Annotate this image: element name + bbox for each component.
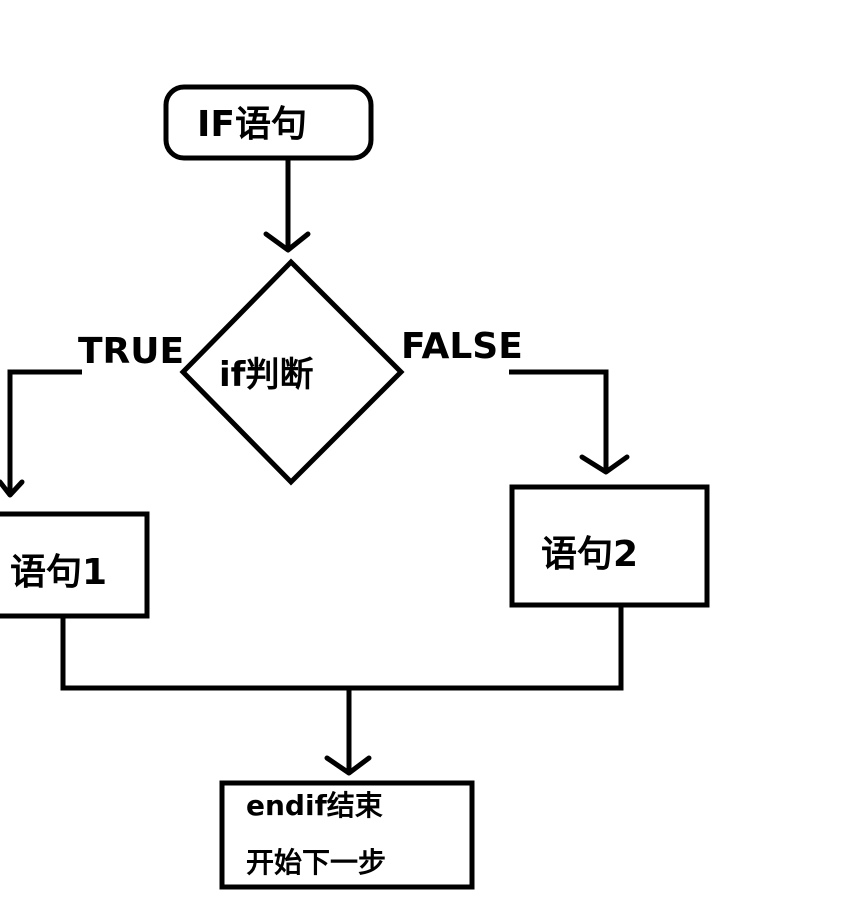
- decision-diamond: [179, 258, 405, 486]
- arrowhead-merge-to-end: [324, 755, 372, 776]
- false-branch-label: FALSE: [401, 326, 523, 367]
- statement1-box: [0, 511, 150, 619]
- decision-label: if判断: [219, 355, 313, 395]
- false-branch-connector: [509, 369, 609, 472]
- end-box: [219, 780, 475, 890]
- true-branch-connector: [7, 369, 82, 495]
- end-label-line2: 开始下一步: [246, 846, 386, 879]
- statement2-box: [509, 484, 710, 608]
- arrowhead-false-branch: [579, 454, 630, 475]
- end-label-line1: endif结束: [246, 789, 383, 822]
- statement2-label: 语句2: [541, 534, 638, 575]
- statement1-label: 语句1: [10, 552, 107, 593]
- start-terminal: [163, 84, 374, 161]
- start-label: IF语句: [197, 104, 307, 145]
- true-branch-label: TRUE: [78, 331, 184, 372]
- arrowhead-true-branch: [0, 479, 25, 498]
- merge-connector: [60, 605, 624, 691]
- arrowhead-start-to-decision: [263, 231, 311, 253]
